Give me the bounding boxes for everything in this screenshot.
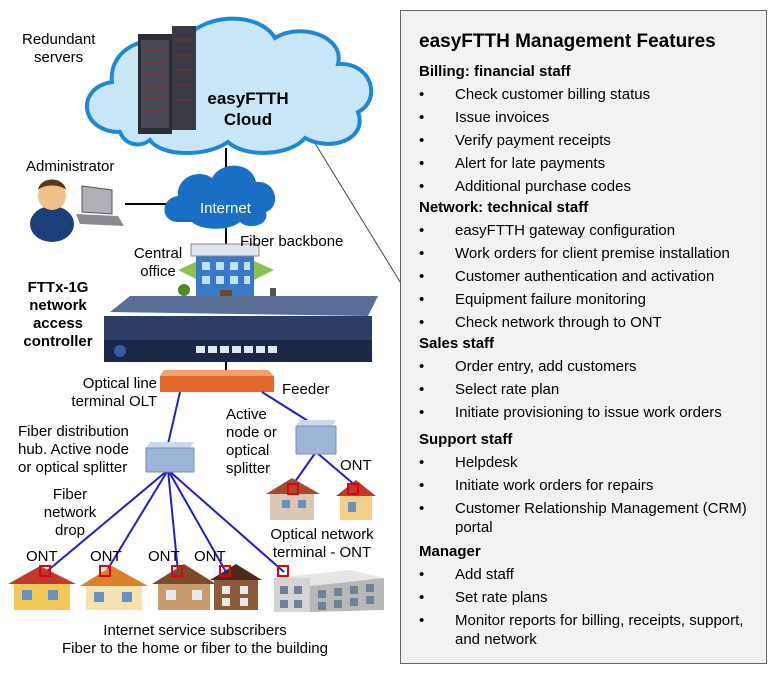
label-ont: ONT (148, 548, 180, 565)
label-ont-terminal: Optical network terminal - ONT (270, 526, 374, 561)
ont-marker (171, 565, 183, 577)
label-administrator: Administrator (26, 158, 115, 175)
label-ont: ONT (90, 548, 122, 565)
label-central-office: Central office (133, 245, 183, 280)
controller-appliance-icon (104, 296, 378, 362)
house-icon (152, 564, 216, 610)
label-ont: ONT (340, 457, 372, 474)
label-internet: Internet (200, 200, 251, 217)
ont-marker (39, 565, 51, 577)
easyftth-cloud (85, 16, 374, 155)
label-subscribers: Internet service subscribers Fiber to th… (62, 622, 328, 657)
house-icon (80, 566, 148, 610)
label-easyftth-cloud: easyFTTH Cloud (207, 89, 289, 129)
fiber-lines (45, 391, 357, 573)
ont-marker (347, 483, 359, 495)
ont-marker (99, 565, 111, 577)
label-ont: ONT (194, 548, 226, 565)
section-heading-network: Network: technical staff (419, 199, 589, 216)
callout-line (312, 139, 403, 286)
label-distribution-hub: Fiber distribution hub. Active node or o… (18, 423, 129, 476)
splitter-icon (145, 442, 195, 473)
section-heading-manager: Manager (419, 543, 481, 560)
house-icon (210, 564, 262, 610)
house-icon (336, 480, 376, 520)
ont-marker (277, 565, 289, 577)
ont-marker (287, 483, 299, 495)
label-olt: Optical line terminal OLT (71, 375, 157, 410)
label-feeder: Feeder (282, 381, 330, 398)
label-network-drop: Fiber network drop (43, 486, 97, 539)
panel-title: easyFTTH Management Features (419, 31, 716, 52)
ont-marker (219, 565, 231, 577)
apartment-building-icon (274, 570, 384, 612)
section-heading-support: Support staff (419, 431, 513, 448)
server-rack-icon (138, 26, 196, 134)
section-heading-sales: Sales staff (419, 335, 495, 352)
section-heading-billing: Billing: financial staff (419, 63, 571, 80)
label-controller: FTTx-1G network access controller (23, 279, 93, 350)
house-icon (8, 566, 76, 610)
features-panel: easyFTTH Management Features Billing: fi… (400, 10, 767, 664)
label-redundant-servers: Redundant servers (22, 31, 96, 66)
label-fiber-backbone: Fiber backbone (240, 233, 344, 250)
olt-box-icon (160, 370, 274, 392)
label-active-node: Active node or optical splitter (226, 406, 277, 477)
laptop-icon (76, 185, 124, 226)
internet-cloud-icon (164, 165, 276, 229)
label-ont: ONT (26, 548, 58, 565)
house-icon (266, 478, 320, 520)
administrator-icon (30, 179, 74, 242)
splitter-icon (295, 420, 337, 455)
